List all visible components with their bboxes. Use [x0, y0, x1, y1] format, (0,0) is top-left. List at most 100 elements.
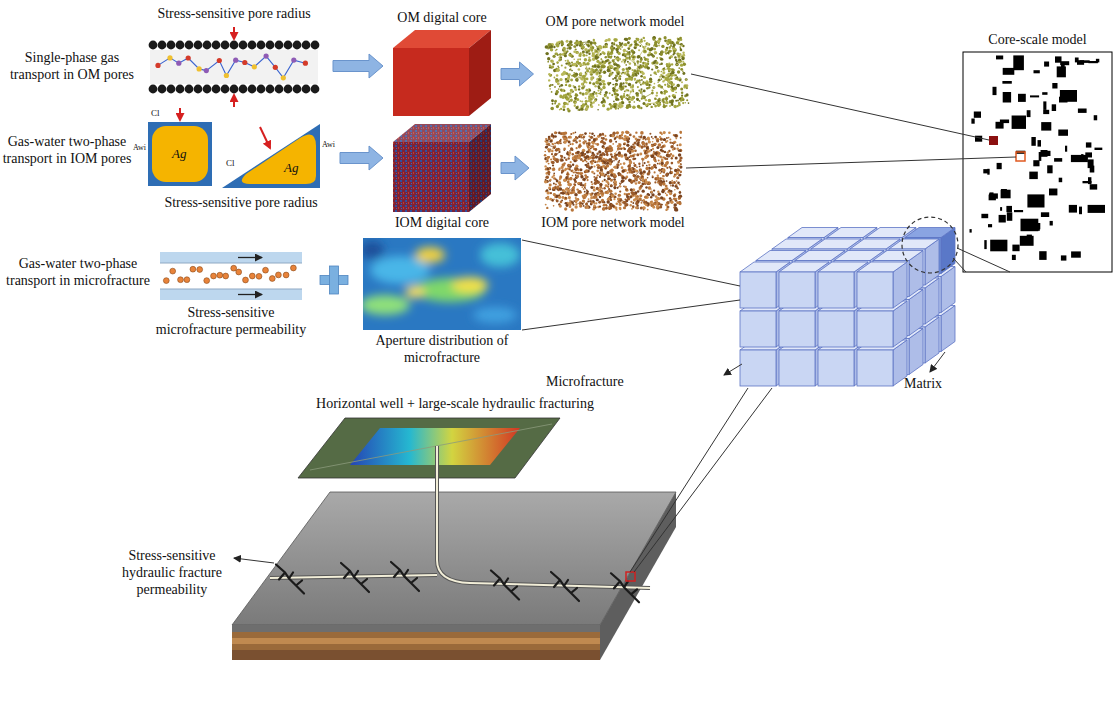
om-pore-network: [659, 57, 661, 59]
om-pore-network: [620, 84, 623, 87]
iom-pore-network: [664, 164, 667, 167]
core-pores: [1058, 130, 1068, 136]
iom-pore-network: [670, 200, 673, 203]
om-pore-network: [574, 42, 577, 45]
om-pore-network: [582, 93, 585, 96]
iom-pore-network: [642, 176, 644, 178]
om-pore-network: [575, 73, 577, 75]
iom-pore-network: [602, 180, 604, 182]
om-pore-network: [675, 92, 677, 94]
om-pore-network: [628, 47, 630, 49]
iom-pore-network: [642, 180, 645, 183]
om-pore-network: [654, 105, 657, 108]
om-pore-network: [564, 90, 566, 92]
pore-wall-beads: [149, 41, 320, 94]
iom-pore-network: [587, 200, 589, 202]
om-pore-network: [635, 81, 637, 83]
om-pore-network: [661, 78, 663, 80]
om-pore-network: [585, 73, 587, 75]
iom-pore-network: [680, 171, 682, 173]
om-pore-network: [604, 93, 607, 96]
om-pore-network: [667, 73, 670, 76]
om-pore-network: [680, 68, 683, 71]
om-pore-network: [648, 99, 651, 102]
om-pore-network: [595, 66, 600, 73]
om-pore-network: [615, 79, 618, 82]
om-pore-network: [612, 78, 614, 80]
iom-pore-network: [582, 203, 584, 205]
core-pores: [1012, 255, 1016, 260]
iom-pore-network: [564, 197, 568, 201]
om-pore-network: [674, 56, 677, 59]
om-pore-network: [640, 75, 643, 78]
om-pore-network: [611, 56, 613, 58]
om-pore-network: [577, 52, 579, 54]
pore-wall-beads: [257, 41, 266, 50]
iom-pore-network: [575, 199, 578, 202]
om-pore-network: [618, 52, 621, 55]
iom-pore-network: [663, 198, 665, 200]
iom-pore-network: [594, 161, 596, 163]
om-pore-network: [571, 75, 573, 77]
om-pore-network: [556, 49, 558, 51]
om-pore-network: [685, 78, 688, 81]
om-pore-network: [632, 84, 634, 86]
iom-pore-network: [666, 137, 668, 139]
om-pore-network: [626, 51, 628, 53]
pore-wall-beads: [185, 41, 194, 50]
iom-pore-network: [679, 149, 682, 152]
om-pore-network: [649, 80, 653, 84]
core-pores: [971, 119, 974, 124]
om-pore-network: [599, 68, 603, 72]
pore-wall-beads: [149, 41, 158, 50]
core-pores: [984, 240, 986, 249]
iom-pore-network: [654, 136, 657, 139]
om-pore-network: [586, 89, 589, 92]
om-pore-network: [616, 89, 619, 92]
om-pore-network: [557, 65, 559, 67]
iom-pore-network: [606, 200, 609, 203]
om-pore-network: [571, 61, 573, 63]
pore-wall-beads: [302, 41, 311, 50]
iom-pore-network: [609, 162, 611, 164]
om-pore-network: [567, 80, 570, 83]
iom-pore-network: [610, 184, 613, 187]
pore-wall-beads: [194, 85, 203, 94]
om-pore-network: [671, 100, 674, 103]
iom-pore-network: [637, 139, 640, 142]
om-pore-network: [558, 80, 560, 82]
om-pore-network: [620, 88, 623, 91]
core-pores: [1000, 207, 1002, 211]
core-pores: [1071, 251, 1081, 257]
iom-pore-schematic: [148, 122, 212, 186]
om-pore-network: [669, 105, 671, 107]
om-pore-network: [575, 106, 578, 109]
om-pore-network: [681, 95, 683, 97]
om-pore-network: [624, 72, 627, 75]
om-pore-network: [547, 57, 550, 60]
iom-pore-network: [596, 192, 600, 196]
om-pore-network: [599, 82, 602, 85]
iom-pore-network: [656, 178, 658, 179]
iom-pore-network: [596, 143, 599, 146]
om-pore-network: [657, 81, 659, 83]
iom-pore-network: [556, 142, 558, 144]
om-pore-network: [646, 83, 649, 86]
om-pore-network: [595, 50, 597, 52]
om-pore-network: [663, 68, 665, 70]
om-pore-network: [685, 79, 687, 81]
core-pores: [1043, 101, 1046, 110]
iom-pore-network: [624, 142, 627, 145]
iom-pore-network: [609, 162, 612, 165]
om-pore-schematic: [233, 95, 235, 107]
iom-pore-network: [615, 209, 617, 211]
iom-pore-network: [672, 184, 675, 187]
core-pores: [1033, 160, 1039, 166]
om-pore-network: [671, 50, 673, 52]
iom-pore-network: [623, 143, 626, 146]
pore-wall-beads: [212, 85, 221, 94]
om-pore-network: [564, 54, 567, 57]
om-pore-network: [631, 49, 634, 52]
iom-pore-network: [625, 189, 628, 192]
om-pore-network: [615, 69, 618, 72]
